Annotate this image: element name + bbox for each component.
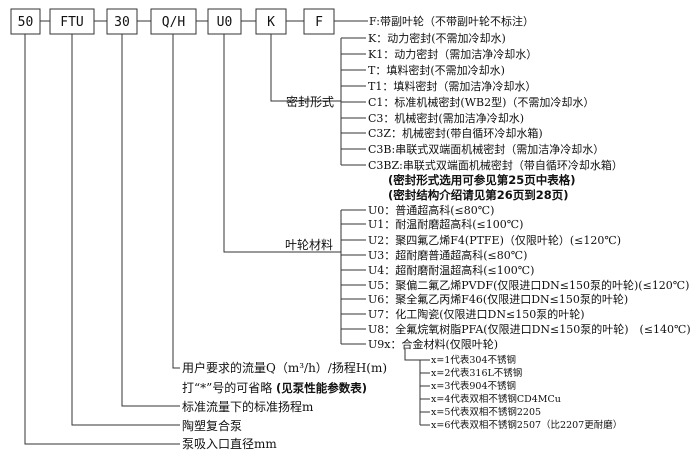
alloy-list: x=1代表304不锈钢 x=2代表316L不锈钢 x=3代表904不锈钢 x=4… xyxy=(420,354,622,431)
material-item-U1: U1：耐温耐磨超高科(≤100℃) xyxy=(368,217,523,231)
code-inlet: 50 xyxy=(18,15,34,30)
code-box-material: U0 xyxy=(207,8,242,35)
code-box-inlet: 50 xyxy=(10,8,41,35)
seal-note-selection: (密封形式选用可参见第25页中表格) xyxy=(388,173,576,187)
seal-list: K：动力密封(不需加冷却水) K1：动力密封（需加洁净冷却水） T：填料密封(不… xyxy=(341,31,623,172)
material-item-U0: U0：普通超高科(≤80℃) xyxy=(368,203,494,217)
seal-item-K: K：动力密封(不需加冷却水) xyxy=(368,31,506,45)
connector-seal xyxy=(270,34,341,102)
alloy-item-6: x=6代表双相不锈钢2507（比2207更耐磨） xyxy=(431,419,622,431)
code-box-impeller: F xyxy=(303,8,335,35)
code-flow: Q/H xyxy=(162,15,185,30)
material-item-U7: U7：化工陶瓷(仅限进口DN≤150泵的叶轮) xyxy=(368,307,585,321)
label-inlet: 泵吸入口直径mm xyxy=(182,437,277,451)
label-impeller: F:带副叶轮（不带副叶轮不标注） xyxy=(369,14,534,28)
code-head: 30 xyxy=(114,15,130,30)
connector-inlet xyxy=(24,34,180,445)
material-item-U8: U8：全氟烷氧树脂PFA(仅限进口DN≤150泵的叶轮) (≤140℃) xyxy=(368,322,691,336)
code-box-flow: Q/H xyxy=(150,8,197,35)
label-flow-optional: 打“*”号的可省略 xyxy=(182,380,272,395)
label-flow-reference: (见泵性能参数表) xyxy=(276,381,367,395)
connector-alloy xyxy=(404,349,420,361)
label-flow: 用户要求的流量Q（m³/h）/扬程H(m) xyxy=(182,360,387,375)
code-box-head: 30 xyxy=(106,8,138,35)
code-box-type: FTU xyxy=(49,8,95,35)
code-seal: K xyxy=(267,15,275,30)
seal-item-C3B: C3B:串联式双端面机械密封（需加洁净冷却水） xyxy=(368,142,604,156)
seal-item-T1: T1：填料密封（需加洁净冷却水） xyxy=(368,79,536,93)
alloy-item-3: x=3代表904不锈钢 xyxy=(431,380,516,392)
label-head: 标准流量下的标准扬程m xyxy=(182,399,314,414)
code-type: FTU xyxy=(60,15,83,30)
seal-item-C3BZ: C3BZ:串联式双端面机械密封（带自循环冷却水箱） xyxy=(368,158,623,172)
connector-material xyxy=(223,34,341,253)
material-item-U2: U2：聚四氟乙烯F4(PTFE)（仅限叶轮）(≤120℃) xyxy=(368,233,621,247)
seal-note-structure: (密封结构介绍请见第26页到28页) xyxy=(388,188,569,202)
alloy-item-4: x=4代表双相不锈钢CD4MCu xyxy=(431,393,561,405)
material-item-U9x: U9x：合金材料(仅限叶轮) xyxy=(368,337,498,351)
seal-item-C3Z: C3Z：机械密封(带自循环冷却水箱) xyxy=(368,126,543,140)
group-material: 叶轮材料 xyxy=(285,238,333,252)
connector-flow xyxy=(172,34,180,369)
material-list: U0：普通超高科(≤80℃) U1：耐温耐磨超高科(≤100℃) U2：聚四氟乙… xyxy=(341,203,691,351)
alloy-item-1: x=1代表304不锈钢 xyxy=(431,354,516,366)
alloy-item-2: x=2代表316L不锈钢 xyxy=(431,367,522,379)
seal-item-C3: C3：机械密封(需加洁净冷却水) xyxy=(368,111,524,125)
material-item-U3: U3：超耐磨普通超高科(≤80℃) xyxy=(368,248,527,262)
seal-item-K1: K1：动力密封（需加洁净冷却水） xyxy=(368,47,537,61)
code-material: U0 xyxy=(217,15,233,30)
alloy-item-5: x=5代表双相不锈钢2205 xyxy=(431,406,541,418)
connector-head xyxy=(121,34,180,407)
group-seal: 密封形式 xyxy=(286,94,334,109)
material-item-U6: U6：聚全氟乙丙烯F46(仅限进口DN≤150泵的叶轮) xyxy=(368,292,628,306)
label-type: 陶塑复合泵 xyxy=(182,418,242,433)
material-item-U5: U5：聚偏二氟乙烯PVDF(仅限进口DN≤150泵的叶轮)(≤120℃) xyxy=(368,278,689,292)
code-impeller: F xyxy=(315,15,323,30)
material-item-U4: U4：超耐磨耐温超高科(≤100℃) xyxy=(368,263,534,277)
connector-type xyxy=(71,34,180,426)
seal-item-T: T：填料密封(不需加冷却水) xyxy=(368,63,505,77)
code-box-seal: K xyxy=(255,8,287,35)
seal-item-C1: C1：标准机械密封(WB2型)（不需加冷却水） xyxy=(368,95,594,109)
